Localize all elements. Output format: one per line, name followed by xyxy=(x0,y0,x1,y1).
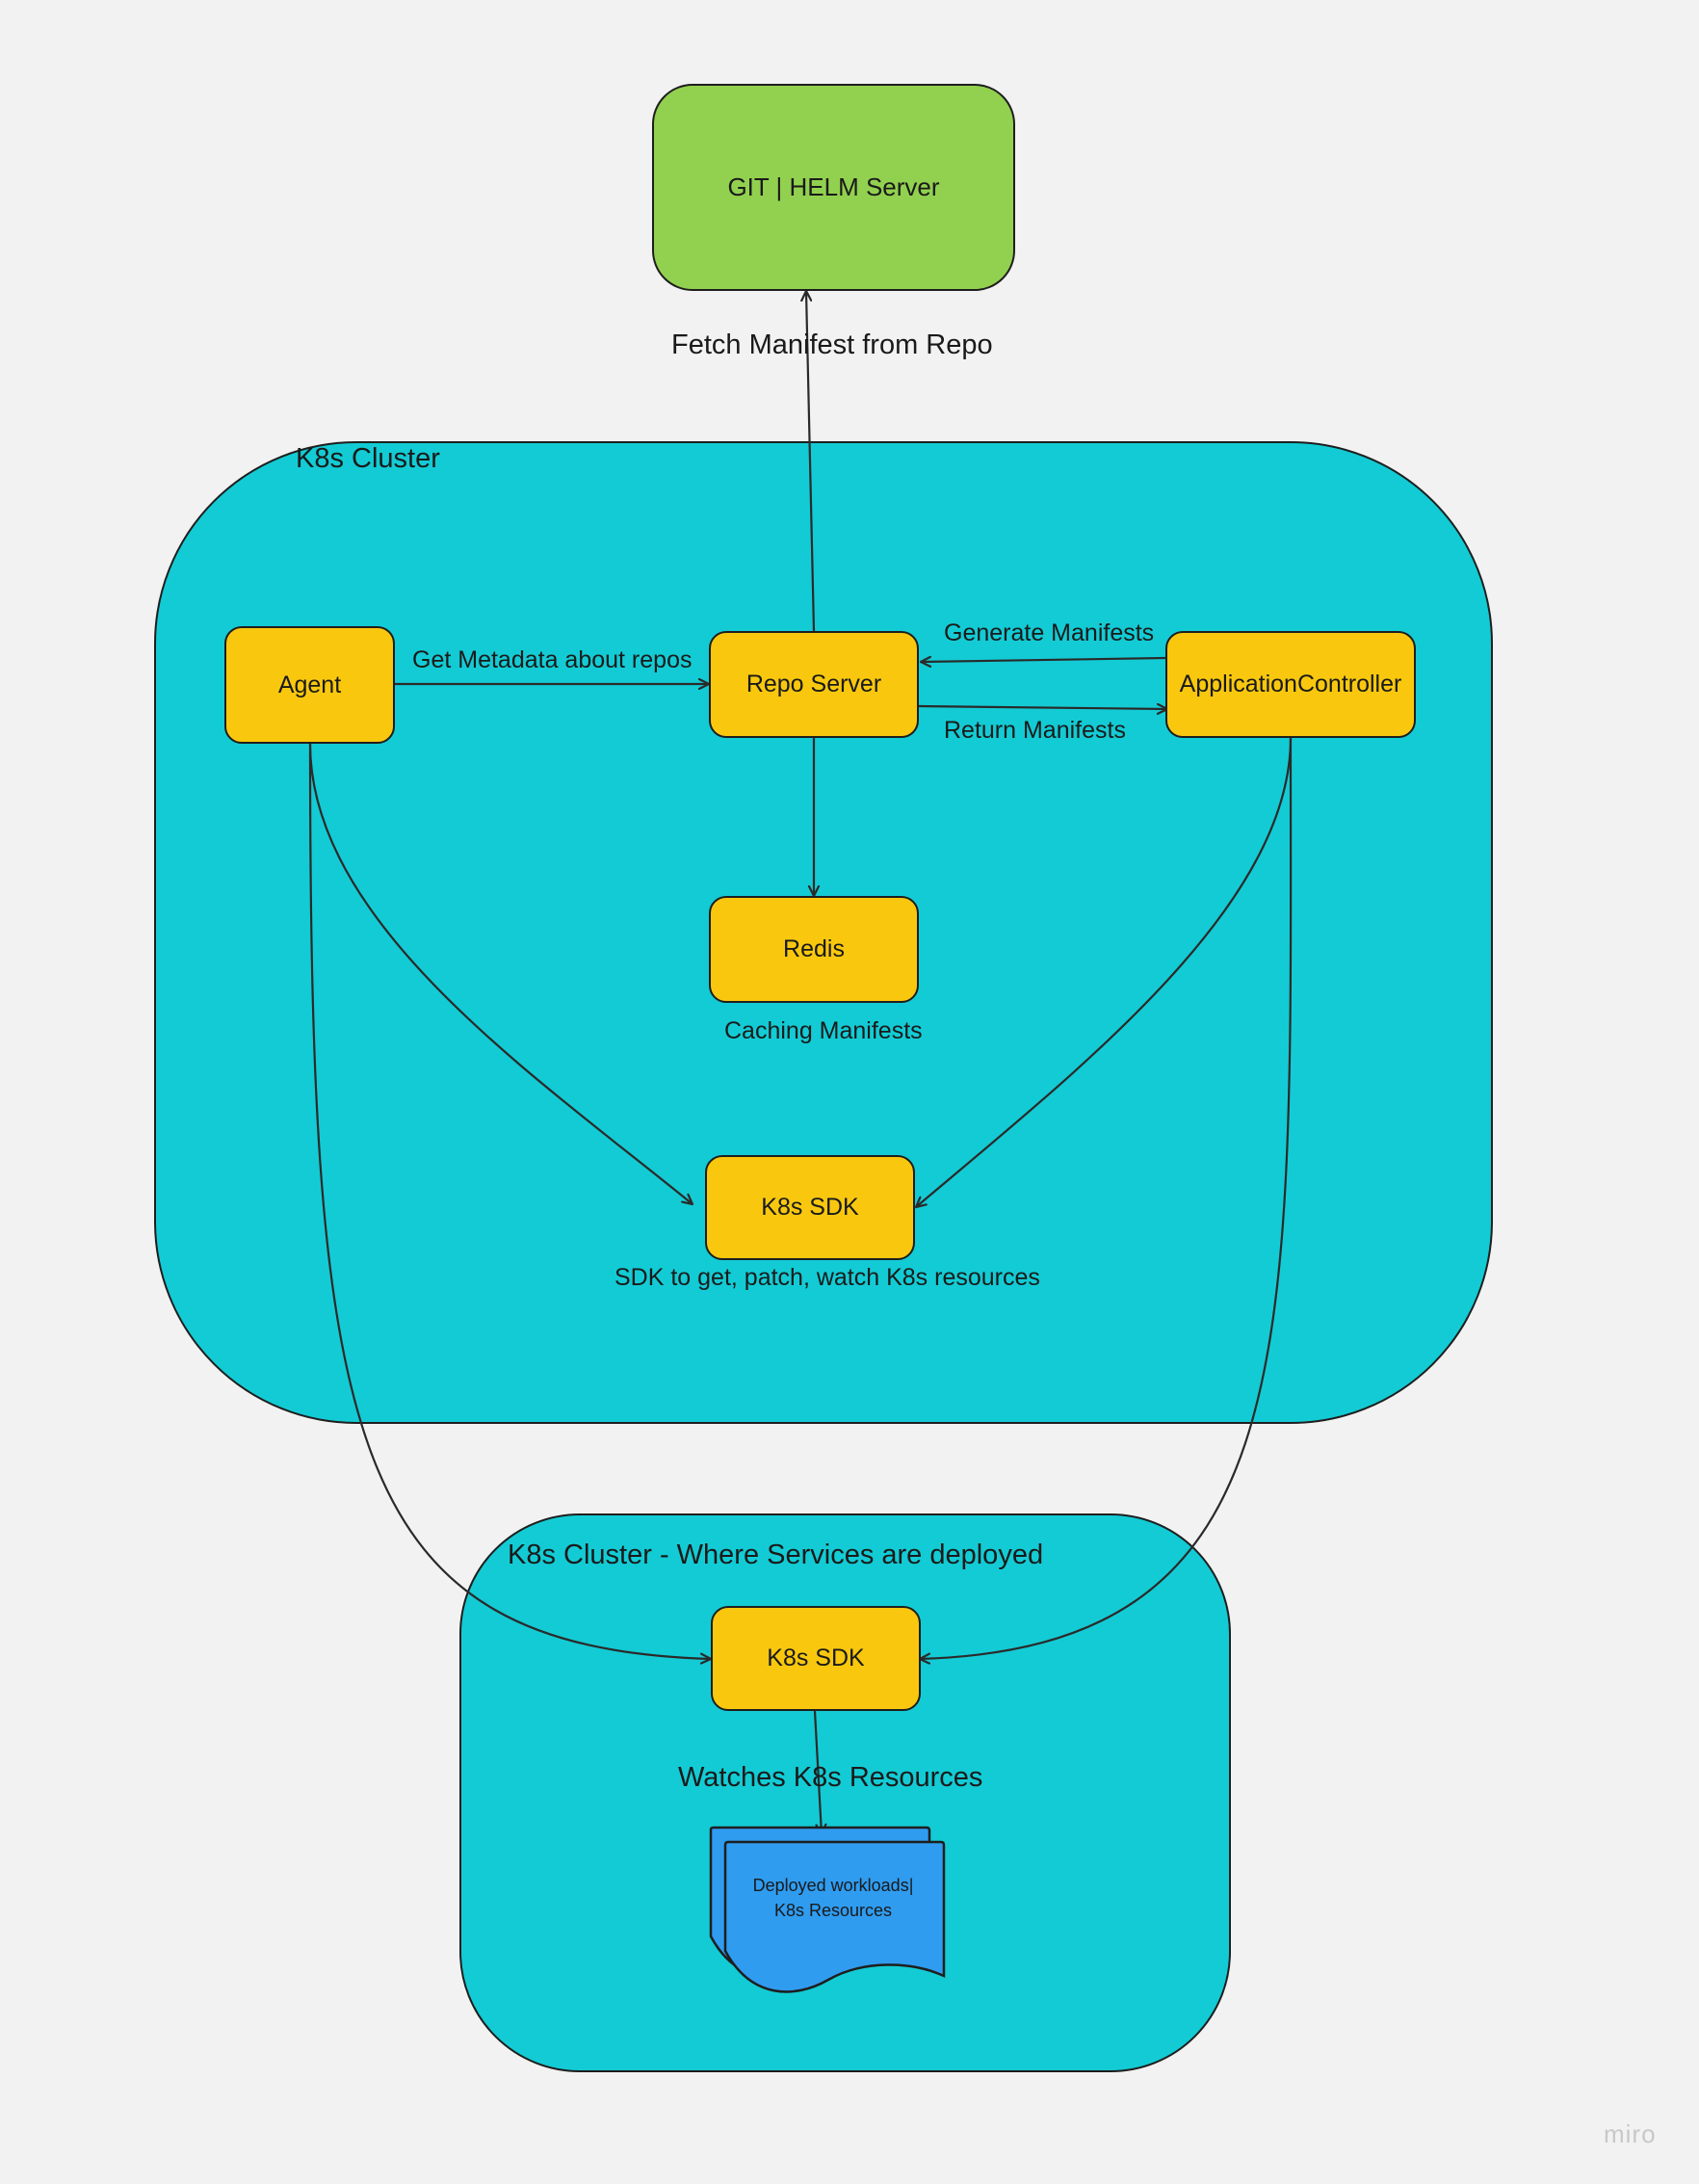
return-manifests-label: Return Manifests xyxy=(944,717,1126,744)
workloads-label-line2: K8s Resources xyxy=(773,1901,893,1920)
k8s-sdk-main-node[interactable]: K8s SDK xyxy=(705,1155,915,1260)
edge-agent-to-sdk-main xyxy=(308,743,693,1204)
fetch-manifest-label: Fetch Manifest from Repo xyxy=(671,329,993,360)
git-helm-server-label: GIT | HELM Server xyxy=(727,172,940,201)
application-controller-label: ApplicationController xyxy=(1179,671,1402,697)
k8s-cluster-main-label: K8s Cluster xyxy=(296,443,440,474)
git-helm-server-node[interactable]: GIT | HELM Server xyxy=(652,84,1015,291)
redis-node[interactable]: Redis xyxy=(709,896,919,1003)
k8s-cluster-deploy-label: K8s Cluster - Where Services are deploye… xyxy=(508,1539,1044,1570)
edge-controller-to-repo-generate xyxy=(921,658,1166,662)
agent-label: Agent xyxy=(277,671,342,698)
workloads-document xyxy=(709,1826,946,1993)
repo-server-node[interactable]: Repo Server xyxy=(709,631,919,738)
workloads-label: Deployed workloads| K8s Resources xyxy=(727,1873,939,1923)
agent-node[interactable]: Agent xyxy=(224,626,395,744)
k8s-sdk-main-label: K8s SDK xyxy=(761,1194,859,1221)
get-metadata-label: Get Metadata about repos xyxy=(412,646,693,673)
edge-repo-to-git xyxy=(806,291,816,632)
watches-resources-label: Watches K8s Resources xyxy=(678,1762,983,1793)
k8s-sdk-deploy-node[interactable]: K8s SDK xyxy=(711,1606,921,1711)
edge-repo-to-controller-return xyxy=(918,706,1167,709)
miro-watermark: miro xyxy=(1604,2119,1657,2148)
k8s-sdk-deploy-label: K8s SDK xyxy=(767,1645,865,1671)
edge-sdk-deploy-to-workloads xyxy=(813,1710,822,1834)
edge-controller-to-sdk-main xyxy=(916,737,1293,1207)
workloads-label-line1: Deployed workloads| xyxy=(752,1876,914,1895)
sdk-description-label: SDK to get, patch, watch K8s resources xyxy=(614,1264,1040,1291)
application-controller-node[interactable]: ApplicationController xyxy=(1165,631,1416,738)
generate-manifests-label: Generate Manifests xyxy=(944,619,1155,646)
caching-manifests-label: Caching Manifests xyxy=(724,1017,923,1044)
redis-label: Redis xyxy=(783,935,845,962)
edge-agent-to-sdk-deploy xyxy=(308,743,711,1659)
edge-controller-to-sdk-deploy xyxy=(920,737,1293,1659)
repo-server-label: Repo Server xyxy=(745,671,882,697)
